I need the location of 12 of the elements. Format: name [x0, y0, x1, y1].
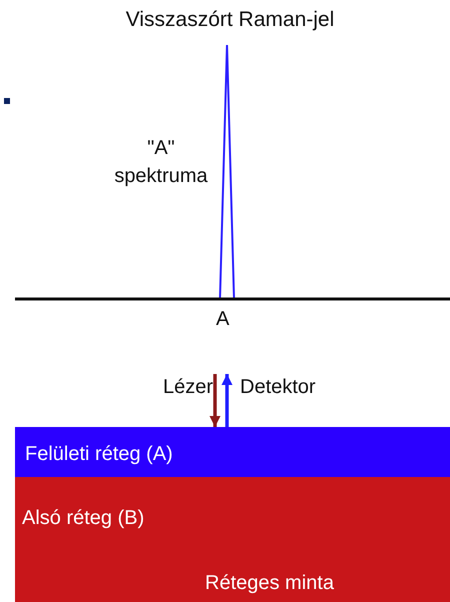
diagram-title: Visszaszórt Raman-jel [124, 7, 336, 33]
arrow [209, 374, 221, 427]
layer-label: Alsó réteg (B) [22, 506, 144, 531]
spectrum-label: "A" spektruma [113, 136, 209, 189]
peak-position-label: A [216, 307, 230, 332]
layer-label: Felületi réteg (A) [25, 442, 173, 467]
surface-layer-band [15, 427, 450, 477]
arrow [221, 374, 233, 427]
laser-label: Lézer [140, 374, 213, 400]
detector-label: Detektor [229, 374, 339, 400]
layer-label: Réteges minta [205, 571, 334, 596]
lower-layer-band [15, 477, 450, 602]
